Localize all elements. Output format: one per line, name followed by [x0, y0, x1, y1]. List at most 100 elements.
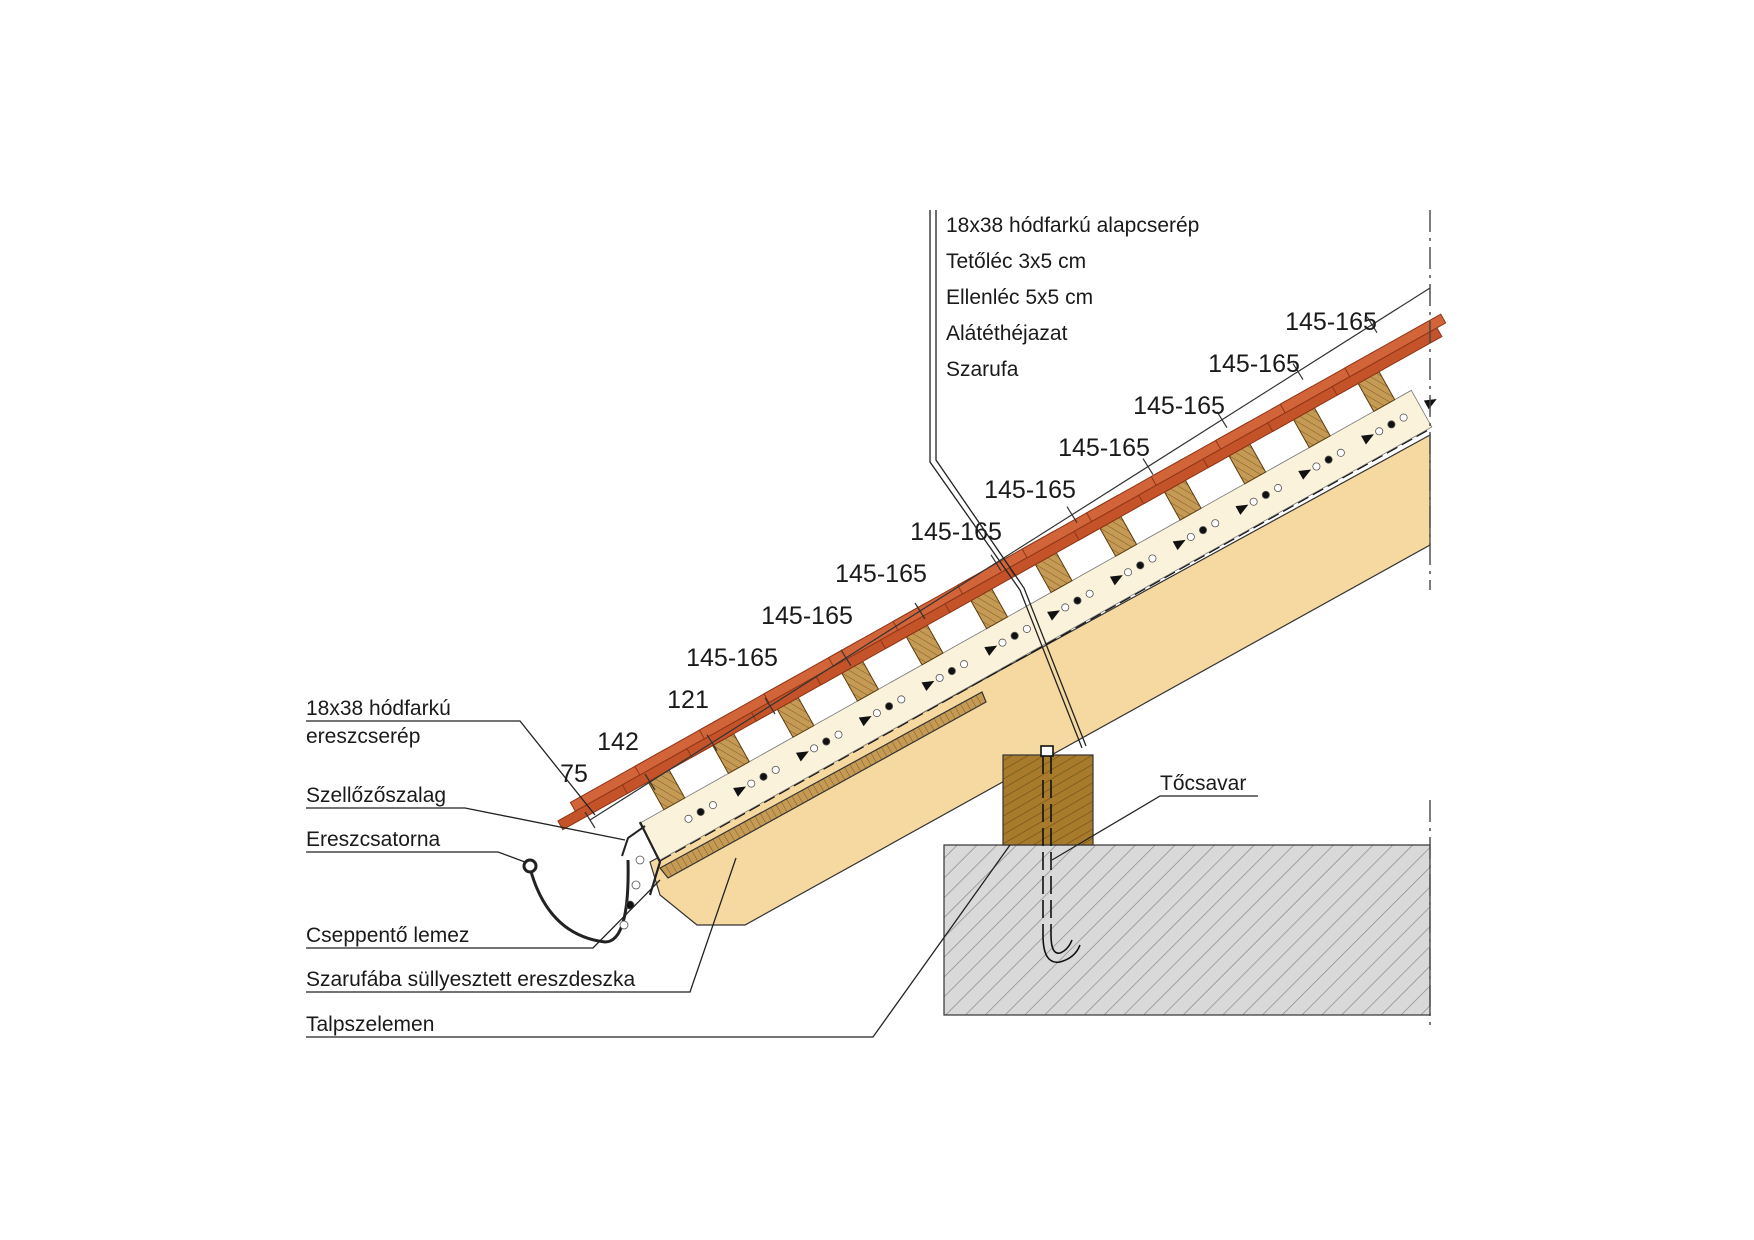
- vent-dot: [1274, 484, 1283, 493]
- leader-eave-board: [306, 857, 737, 993]
- vent-dot: [1010, 631, 1019, 640]
- airflow-arrow: [733, 786, 747, 797]
- gutter-vent-dot: [625, 900, 635, 910]
- airflow-arrow: [1109, 575, 1123, 586]
- ventilation-dots: [684, 398, 1437, 823]
- roof-tile-overlap: [1344, 313, 1447, 378]
- dimension-tick: [1066, 506, 1078, 524]
- vent-dot: [1061, 603, 1070, 612]
- label-gutter: Ereszcsatorna: [306, 828, 441, 851]
- vent-dot: [1186, 532, 1195, 541]
- dimension-tick: [1216, 411, 1228, 429]
- vent-dot: [696, 807, 705, 816]
- dimension-value: 121: [667, 686, 709, 714]
- vent-dot: [1211, 519, 1220, 528]
- layer-stack-leader-2: [935, 210, 1087, 747]
- vent-dot: [1199, 526, 1208, 535]
- vent-dot: [1249, 497, 1258, 506]
- vent-dot: [885, 702, 894, 711]
- eave-board: [659, 691, 987, 879]
- leader-eave-tile: [306, 720, 596, 816]
- label-drip-edge: Cseppentő lemez: [306, 924, 469, 947]
- dimension-value: 145-165: [1058, 434, 1150, 462]
- vent-dot: [708, 801, 717, 810]
- label-anchor-bolt: Tőcsavar: [1160, 772, 1246, 795]
- vent-dot: [1073, 596, 1082, 605]
- airflow-arrow: [795, 751, 809, 762]
- leader-vent-strip: [306, 807, 626, 841]
- label-eave-board: Szarufába süllyesztett ereszdeszka: [306, 968, 635, 991]
- airflow-arrow: [984, 645, 998, 656]
- layer-counter-batten: Ellenléc 5x5 cm: [946, 286, 1093, 309]
- vent-dot: [1336, 448, 1345, 457]
- airflow-arrow: [1235, 504, 1249, 515]
- anchor-bolt: [1040, 745, 1081, 964]
- vent-dot: [1375, 427, 1384, 436]
- airflow-arrow: [1172, 539, 1186, 551]
- vent-dot: [935, 673, 944, 682]
- gutter-vent-dot: [631, 880, 641, 890]
- dimension-value: 145-165: [910, 518, 1002, 546]
- airflow-arrow: [921, 680, 935, 692]
- layer-batten: Tetőléc 3x5 cm: [946, 250, 1086, 273]
- vent-dot: [897, 695, 906, 704]
- gutter-vent-dots: [619, 855, 645, 930]
- airflow-arrow: [1047, 610, 1061, 621]
- vent-dot: [759, 772, 768, 781]
- vent-dot: [1387, 420, 1396, 429]
- label-eave-tile-1: 18x38 hódfarkú: [306, 697, 451, 720]
- dimension-value: 75: [560, 760, 588, 788]
- dimension-value: 145-165: [1208, 350, 1300, 378]
- vent-dot: [822, 737, 831, 746]
- vent-dot: [1148, 554, 1157, 563]
- leader-anchor-bolt: [1051, 795, 1258, 861]
- layer-rafter: Szarufa: [946, 358, 1019, 381]
- dimension-value: 145-165: [1285, 308, 1377, 336]
- label-wall-plate: Talpszelemen: [306, 1013, 434, 1036]
- vent-dot: [1399, 413, 1408, 422]
- vent-dot: [1124, 568, 1133, 577]
- dimension-values: 75 142 121 145-165 145-165 145-165 145-165 145-…: [560, 308, 1377, 788]
- drip-edge: [639, 821, 662, 896]
- masonry-wall: [943, 844, 1431, 1016]
- leader-gutter: [306, 851, 526, 863]
- vent-dot: [960, 660, 969, 669]
- dimension-value: 142: [597, 728, 639, 756]
- dimension-tick: [1292, 363, 1304, 380]
- label-eave-tile-2: ereszcserép: [306, 725, 420, 748]
- airflow-arrow: [1298, 469, 1312, 480]
- layer-tile: 18x38 hódfarkú alapcserép: [946, 214, 1199, 237]
- gutter-vent-dot: [635, 855, 645, 865]
- airflow-arrow: [858, 716, 872, 727]
- vent-dot: [771, 765, 780, 774]
- label-vent-strip: Szellőzőszalag: [306, 784, 446, 807]
- dimension-tick: [1142, 458, 1154, 475]
- dimension-value: 145-165: [686, 644, 778, 672]
- vent-dot: [947, 667, 956, 676]
- vent-dot: [1022, 624, 1031, 633]
- vent-dot: [834, 730, 843, 739]
- layer-underlay: Alátéthéjazat: [946, 322, 1068, 345]
- dimension-tick: [1366, 316, 1378, 334]
- dimension-value: 145-165: [984, 476, 1076, 504]
- wall-plate: [1002, 754, 1094, 846]
- dimension-line: [589, 287, 1431, 821]
- gutter-vent-dot: [619, 920, 629, 930]
- leader-drip-edge: [306, 879, 661, 949]
- airflow-arrow: [1423, 398, 1437, 410]
- vent-dot: [998, 638, 1007, 647]
- layer-stack-leader: [929, 210, 1083, 749]
- dimension-ticks: [584, 316, 1378, 829]
- dimension-value: 145-165: [835, 560, 927, 588]
- vent-dot: [747, 779, 756, 788]
- dimension-tick: [840, 649, 852, 667]
- vent-dot: [684, 814, 693, 823]
- vent-dot: [1261, 490, 1270, 499]
- dimension-value: 145-165: [1133, 392, 1225, 420]
- dimension-tick: [644, 773, 656, 791]
- airflow-arrow: [1361, 434, 1374, 445]
- vent-dot: [810, 744, 819, 753]
- dimension-tick: [764, 697, 776, 715]
- vent-dot: [1312, 462, 1321, 471]
